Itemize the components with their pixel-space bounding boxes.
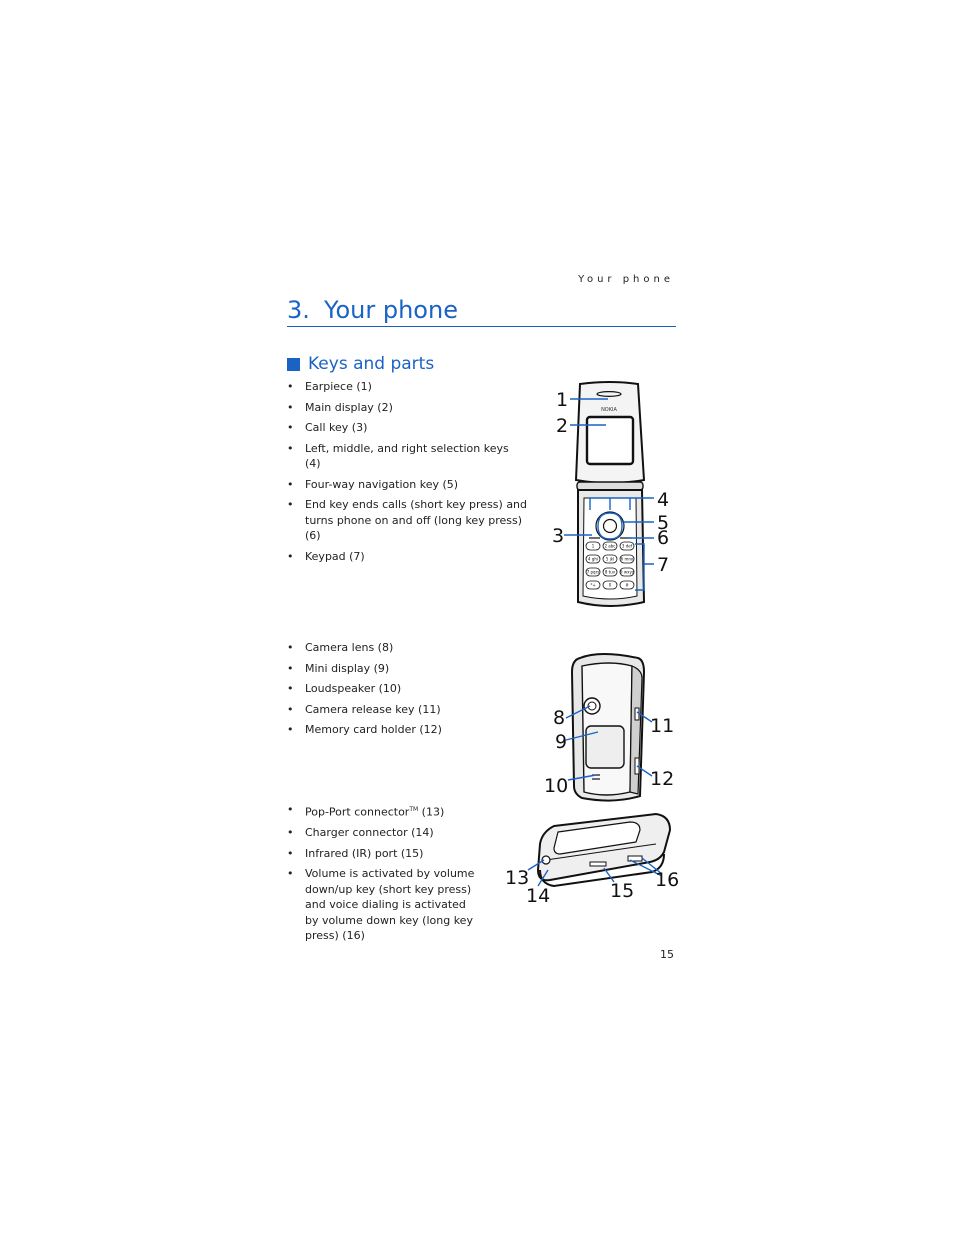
trademark-mark: TM [409, 806, 419, 813]
callout-label: 2 [556, 415, 568, 437]
key-label: # [625, 583, 629, 588]
chapter-title: Your phone [324, 296, 458, 324]
key-label: 2 abc [604, 544, 615, 549]
section-square-icon [287, 357, 300, 371]
callout-label: 11 [650, 715, 674, 737]
phone-bottom-illustration: 13 14 15 16 [505, 812, 679, 907]
list-item: Pop-Port connectorTM (13) [287, 802, 477, 820]
list-item: Camera lens (8) [287, 640, 507, 656]
list-item: Charger connector (14) [287, 825, 477, 841]
popport-suffix: (13) [418, 805, 445, 819]
bottom-parts-list: Pop-Port connectorTM (13) Charger connec… [287, 802, 477, 949]
list-item: Mini display (9) [287, 661, 507, 677]
keypad [585, 541, 635, 590]
list-item: Earpiece (1) [287, 379, 527, 395]
chapter-number: 3. [287, 296, 310, 324]
list-item: Left, middle, and right selection keys (… [287, 441, 527, 472]
front-parts-list: Earpiece (1) Main display (2) Call key (… [287, 379, 527, 569]
callout-label: 3 [552, 525, 564, 547]
callout-label: 12 [650, 768, 674, 790]
key-label: 1 [592, 544, 595, 549]
chapter-heading: 3. Your phone [287, 296, 676, 327]
phone-back-illustration: 8 9 10 11 12 [544, 653, 674, 802]
key-label: 8 tuv [605, 570, 616, 575]
list-item: Four-way navigation key (5) [287, 477, 527, 493]
callout-label: 16 [655, 869, 679, 891]
key-label: 4 ghi [588, 557, 598, 562]
popport-label: Pop-Port connector [305, 805, 410, 819]
callout-label: 4 [657, 489, 669, 511]
callout-label: 7 [657, 554, 669, 576]
callout-label: 1 [556, 389, 568, 411]
page-number: 15 [660, 948, 674, 961]
key-label: 5 jkl [606, 557, 614, 562]
list-item: Main display (2) [287, 400, 527, 416]
key-label: 3 def [622, 544, 633, 549]
phone-brand: NOKIA [601, 407, 617, 413]
list-item: Loudspeaker (10) [287, 681, 507, 697]
callout-label: 10 [544, 775, 568, 797]
callout-label: 14 [526, 885, 550, 907]
key-label: 7 pqrs [587, 570, 600, 575]
key-label: *+ [590, 583, 595, 588]
callout-label: 8 [553, 707, 565, 729]
section-title: Keys and parts [308, 354, 435, 374]
callout-label: 6 [657, 527, 669, 549]
list-item: Memory card holder (12) [287, 722, 507, 738]
callout-label: 5 [657, 512, 669, 534]
callout-label: 9 [555, 731, 567, 753]
list-item: Volume is activated by volume down/up ke… [287, 866, 477, 944]
list-item: Keypad (7) [287, 549, 527, 565]
list-item: Infrared (IR) port (15) [287, 846, 477, 862]
callout-label: 13 [505, 867, 529, 889]
callout-label: 15 [610, 880, 634, 902]
running-head: Your phone [578, 274, 674, 285]
list-item: Call key (3) [287, 420, 527, 436]
section-heading: Keys and parts [287, 354, 434, 374]
key-label: 0 [609, 583, 612, 588]
key-label: 6 mno [621, 557, 634, 562]
phone-front-illustration: NOKIA 1 2 abc 3 def 4 ghi 5 jkl 6 mno 7 … [552, 381, 669, 607]
list-item: Camera release key (11) [287, 702, 507, 718]
list-item: End key ends calls (short key press) and… [287, 497, 527, 544]
key-label: 9 wxyz [620, 570, 634, 575]
back-parts-list: Camera lens (8) Mini display (9) Loudspe… [287, 640, 507, 743]
